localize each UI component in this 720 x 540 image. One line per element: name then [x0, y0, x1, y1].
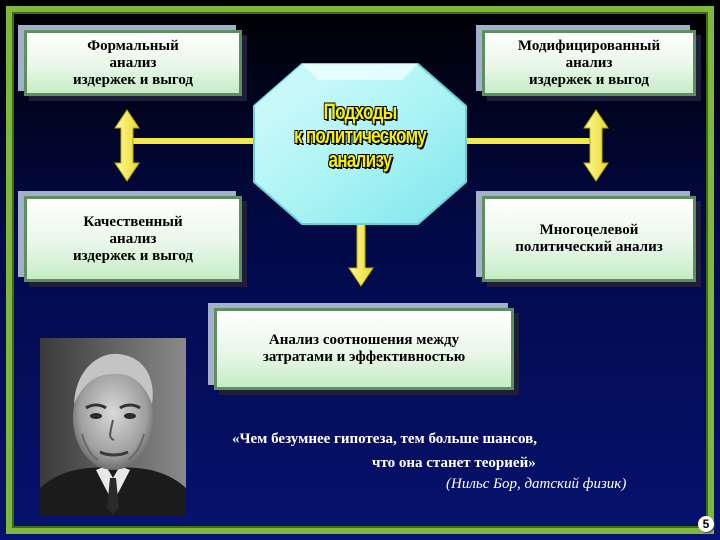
right-connector: [460, 138, 598, 144]
multigoal-analysis-box: Многоцелевой политический анализ: [482, 196, 696, 282]
multigoal-analysis-label: Многоцелевой политический анализ: [515, 222, 663, 256]
qualitative-analysis-label: Качественный анализ издержек и выгод: [73, 214, 193, 265]
modified-analysis-box: Модифицированный анализ издержек и выгод: [482, 30, 696, 96]
down-arrow: [349, 222, 373, 286]
quote-author: (Нильс Бор, датский физик): [446, 476, 626, 493]
quote-line-1: «Чем безумнее гипотеза, тем больше шансо…: [232, 431, 537, 448]
quote-line-2: что она станет теорией»: [372, 455, 536, 472]
portrait-photo: [40, 338, 186, 516]
qualitative-analysis-box: Качественный анализ издержек и выгод: [24, 196, 242, 282]
hub-title: Подходы к политическому анализу: [293, 100, 427, 172]
page-number-badge: 5: [698, 516, 714, 532]
left-connector: [127, 138, 262, 144]
cost-effectiveness-label: Анализ соотношения между затратами и эфф…: [263, 332, 465, 366]
left-double-arrow: [115, 110, 139, 181]
formal-analysis-label: Формальный анализ издержек и выгод: [73, 38, 193, 89]
modified-analysis-label: Модифицированный анализ издержек и выгод: [518, 38, 660, 89]
hub-octagon: Подходы к политическому анализу: [252, 62, 468, 226]
formal-analysis-box: Формальный анализ издержек и выгод: [24, 30, 242, 96]
cost-effectiveness-box: Анализ соотношения между затратами и эфф…: [214, 308, 514, 390]
right-double-arrow: [584, 110, 608, 181]
